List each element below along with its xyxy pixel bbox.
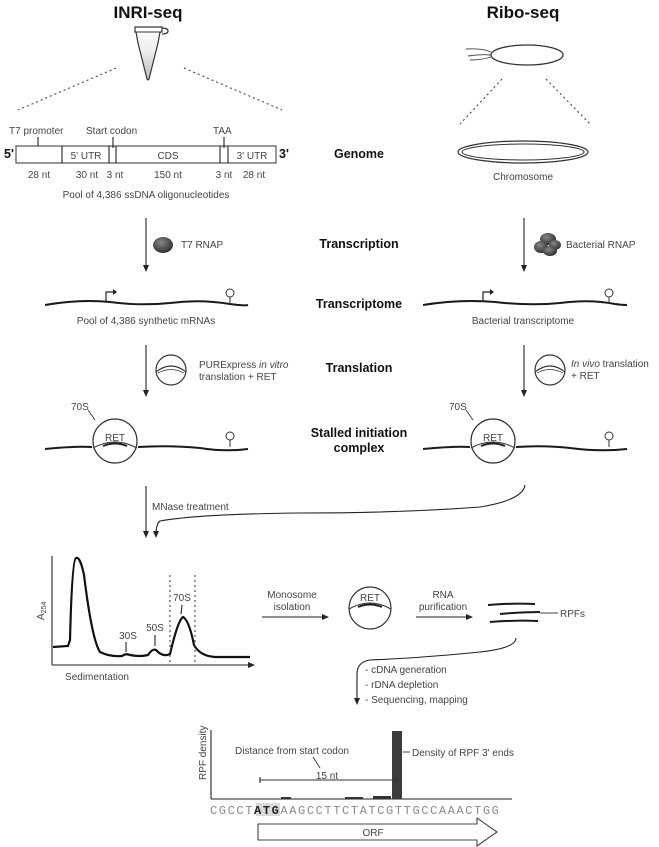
stage-genome: Genome xyxy=(334,147,384,161)
library-step: - Sequencing, mapping xyxy=(365,695,468,706)
mnase-label: MNase treatment xyxy=(152,502,229,513)
orf-label: ORF xyxy=(362,828,383,839)
monosome-isolation-line1: Monosome xyxy=(267,590,317,601)
orf-arrow xyxy=(257,816,498,847)
sequence-downstream: AAGCCTTCTATCGTTGCCAAACTGG xyxy=(280,804,500,818)
gradient-profile: 30S 50S 70S Sedimentation A254 xyxy=(36,556,255,683)
peak-30s-label: 30S xyxy=(119,631,137,642)
bacterial-transcriptome-caption: Bacterial transcriptome xyxy=(472,316,575,327)
bacterial-rnap-icon xyxy=(534,233,561,256)
ret-label: RET xyxy=(360,593,380,604)
t7-rnap-label: T7 RNAP xyxy=(181,240,224,251)
purexpress-text: PURExpress xyxy=(199,360,259,371)
five-prime-label: 5' xyxy=(4,147,14,161)
density-bar-peak xyxy=(392,731,402,799)
synthetic-mrna xyxy=(44,288,249,307)
peak-50s-label: 50S xyxy=(146,623,164,634)
translation-right-line1: In vivo translation xyxy=(571,359,649,370)
segment-length: 28 nt xyxy=(28,170,50,181)
ribo-merge-arrow xyxy=(153,484,526,538)
gradient-xlabel: Sedimentation xyxy=(65,672,129,683)
rpf-ylabel: RPF density xyxy=(198,726,209,780)
rpfs-label: RPFs xyxy=(560,609,585,620)
stage-stalled-line1: Stalled initiation xyxy=(311,426,408,440)
translation-text: translation xyxy=(600,359,649,370)
translation-left-line1: PURExpress in vitro xyxy=(199,360,289,371)
tube-icon xyxy=(134,26,169,81)
ret-label: RET xyxy=(105,433,125,444)
zoom-guide-right xyxy=(183,67,283,111)
segment-length: 30 nt xyxy=(76,170,98,181)
segment-name: 5' UTR xyxy=(71,151,102,162)
segment-length: 28 nt xyxy=(243,170,265,181)
library-prep-arrow xyxy=(354,637,517,705)
library-step: - rDNA depletion xyxy=(365,680,438,691)
t7-rnap-icon xyxy=(153,237,173,253)
sequence-start-codon: ATG xyxy=(254,804,280,818)
density-bar-minor xyxy=(281,797,291,799)
segment-name: CDS xyxy=(157,151,178,162)
segment-name: 3' UTR xyxy=(237,151,268,162)
in-vitro-text: in vitro xyxy=(259,360,289,371)
taa-label: TAA xyxy=(213,126,232,137)
rna-purification-line2: purification xyxy=(419,602,467,613)
density-label: Density of RPF 3' ends xyxy=(412,748,514,759)
bacterial-rnap-label: Bacterial RNAP xyxy=(566,240,636,251)
rna-purification-line1: RNA xyxy=(432,590,453,601)
ylabel-main: A xyxy=(36,613,47,620)
bacterium-icon xyxy=(465,44,564,66)
translation-right-line2: + RET xyxy=(571,371,600,382)
stalled-complex-right: 70S RET xyxy=(422,402,628,464)
rpf-fragments-icon xyxy=(487,602,558,623)
mrna-sequence: CGCCTATGAAGCCTTCTATCGTTGCCAAACTGG xyxy=(210,804,500,818)
rpf-density-plot: RPF density Density of RPF 3' ends Dista… xyxy=(198,726,514,847)
ret-label: RET xyxy=(483,433,503,444)
stage-translation: Translation xyxy=(326,361,393,375)
in-vivo-text: In vivo xyxy=(571,359,600,370)
ylabel-sub: 254 xyxy=(41,602,48,614)
ribosome-icon xyxy=(155,354,187,386)
ribo-seq-header: Ribo-seq xyxy=(487,3,560,22)
stage-transcription: Transcription xyxy=(319,237,398,251)
density-bar-minor xyxy=(373,796,391,799)
t7-promoter-label: T7 promoter xyxy=(9,126,64,137)
bacterial-mrna xyxy=(422,288,628,306)
density-bar-minor xyxy=(345,797,363,799)
zoom-guide-left xyxy=(17,67,117,111)
segment-length: 3 nt xyxy=(107,170,124,181)
monosome-isolation-line2: isolation xyxy=(274,602,311,613)
stage-stalled-line2: complex xyxy=(334,441,385,455)
segment-length: 3 nt xyxy=(216,170,233,181)
stage-transcriptome: Transcriptome xyxy=(316,297,402,311)
gradient-ylabel: A254 xyxy=(36,602,48,620)
distance-value: 15 nt xyxy=(316,771,338,782)
segment-length: 150 nt xyxy=(154,170,182,181)
stalled-complex-left: 70S RET xyxy=(44,402,249,464)
chromosome-caption: Chromosome xyxy=(493,172,553,183)
ribosome-icon xyxy=(534,354,566,386)
zoom-guide-right-ribo xyxy=(545,78,591,125)
ribosome-70s-label: 70S xyxy=(71,402,89,413)
sequence-upstream: CGCCT xyxy=(210,804,254,818)
inri-seq-header: INRI-seq xyxy=(114,3,183,22)
peak-70s-label: 70S xyxy=(173,593,191,604)
chromosome-icon xyxy=(457,140,589,164)
oligo-construct: 5' 3' T7 promoter Start codon TAA 5' UTR… xyxy=(4,126,289,201)
synthetic-mrna-caption: Pool of 4,386 synthetic mRNAs xyxy=(77,316,215,327)
translation-left-line2: translation + RET xyxy=(199,372,277,383)
start-codon-highlight xyxy=(256,803,280,816)
ribosome-70s-label: 70S xyxy=(449,402,467,413)
monosome-icon: RET xyxy=(348,586,392,630)
zoom-guide-left-ribo xyxy=(459,78,503,125)
three-prime-label: 3' xyxy=(279,147,289,161)
distance-label: Distance from start codon xyxy=(235,746,349,757)
start-codon-label: Start codon xyxy=(86,126,137,137)
library-step: - cDNA generation xyxy=(365,665,447,676)
oligo-pool-caption: Pool of 4,386 ssDNA oligonucleotides xyxy=(63,190,230,201)
